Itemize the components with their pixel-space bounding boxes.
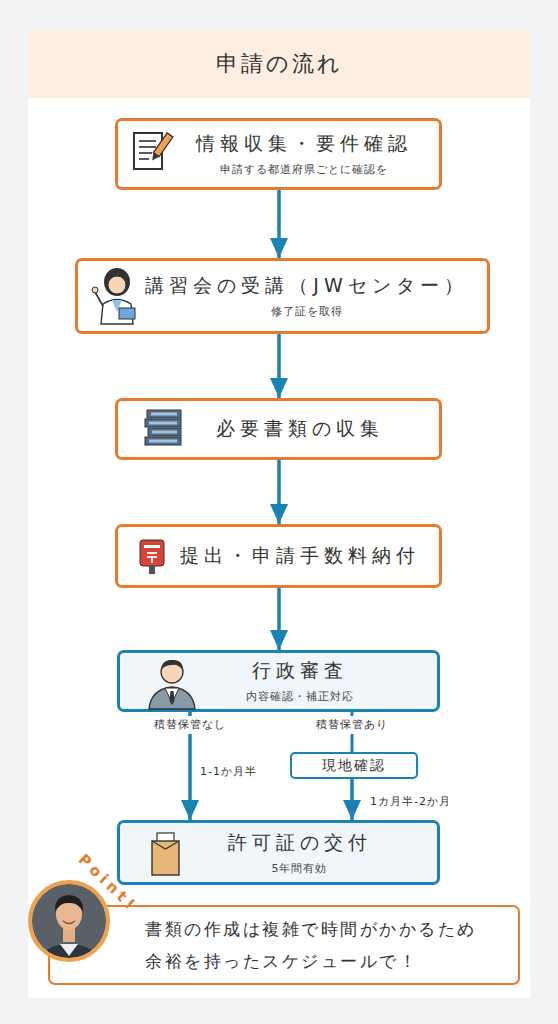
lecturer-icon-part: [119, 308, 135, 319]
branch-label: 積替保管なし: [145, 716, 235, 734]
edge-label: 1-1か月半: [200, 763, 290, 781]
callout-text: 書類の作成は複雑で時間がかかるため 余裕を持ったスケジュールで！: [145, 913, 508, 977]
officer-icon-part: [161, 661, 183, 683]
books-icon: [145, 410, 181, 445]
node-subtitle: 5年間有効: [272, 861, 328, 876]
edge-label: 積替保管あり: [307, 716, 397, 734]
node-title: 提出・申請手数料納付: [180, 543, 420, 569]
advisor-avatar-part-part: [55, 895, 83, 912]
books-icon-part: [148, 428, 181, 436]
node-title: 現地確認: [322, 757, 386, 775]
document-icon: [134, 133, 173, 169]
lecturer-icon-part: [108, 276, 126, 294]
advisor-avatar-part-part: [30, 882, 108, 960]
officer-icon-part: [170, 691, 175, 705]
officer-icon-part: [165, 688, 179, 703]
process-box: 提出・申請手数料納付: [115, 524, 442, 588]
advisor-avatar-part: [32, 884, 106, 958]
envelope-icon-part: [152, 841, 179, 875]
flow-arrow: [277, 334, 281, 398]
document-icon-part-part: [149, 153, 159, 163]
flow-arrow: [351, 712, 354, 752]
point-callout: 書類の作成は複雑で時間がかかるため 余裕を持ったスケジュールで！: [48, 905, 520, 985]
process-box: 情報収集・要件確認申請する都道府県ごとに確認を: [115, 118, 442, 190]
flow-arrow: [188, 712, 192, 820]
document-icon-part: [139, 152, 152, 154]
books-icon-part: [152, 431, 177, 434]
books-icon-part: [149, 422, 177, 425]
lecturer-icon-part: [104, 268, 130, 296]
books-icon-part: [149, 440, 177, 443]
document-icon-part: [139, 140, 156, 142]
document-icon-part: [139, 158, 149, 160]
postbox-icon-part: [147, 556, 157, 558]
officer-icon: [149, 660, 195, 709]
header-band: [28, 30, 530, 98]
advisor-avatar-part-part: [39, 944, 99, 980]
postbox-icon-part: [151, 557, 153, 563]
lecturer-icon-part: [101, 300, 133, 325]
flow-arrow: [277, 460, 281, 524]
branch-box: 現地確認: [290, 752, 418, 779]
postbox-icon-part: [140, 540, 164, 566]
books-icon-part: [145, 419, 181, 427]
panel: [28, 30, 530, 998]
process-box: 講習会の受講（JWセンター） 修了証を取得: [75, 258, 490, 334]
process-box: 必要書類の収集: [115, 398, 442, 460]
review-box: 許可証の交付 5年間有効: [117, 820, 440, 885]
lecturer-icon-part: [95, 292, 103, 306]
edge-label: 1カ月半-2か月: [370, 793, 480, 811]
document-icon-part: [149, 133, 173, 162]
document-icon-part: [139, 146, 156, 148]
advisor-avatar-part-part: [63, 921, 75, 924]
flow-arrow: [277, 190, 281, 258]
lecturer-icon-part: [92, 287, 98, 293]
officer-icon-part: [149, 687, 195, 709]
lecturer-icon-part: [112, 300, 122, 312]
advisor-avatar-part-part: [56, 898, 82, 930]
document-icon-part: [134, 133, 162, 169]
node-title: 講習会の受講（JWセンター）: [145, 273, 467, 299]
advisor-avatar-part: [30, 882, 108, 980]
flow-arrow: [277, 588, 281, 650]
point-badge: Point!: [74, 850, 141, 916]
flow-arrow: [350, 779, 354, 820]
officer-icon-part: [161, 660, 183, 670]
review-box: 行政審査内容確認・補正対応: [117, 650, 440, 712]
advisor-avatar-part: [30, 882, 108, 960]
node-subtitle: 内容確認・補正対応: [246, 689, 354, 704]
document-icon-part-part: [153, 133, 172, 157]
lecturer-icon: [92, 268, 135, 324]
node-subtitle: 修了証を取得: [271, 304, 343, 319]
envelope-icon: [152, 833, 179, 875]
postbox-icon-part: [149, 566, 155, 574]
postbox-icon-part: [147, 552, 157, 554]
advisor-avatar-part-part: [60, 944, 78, 956]
books-icon-part: [151, 413, 177, 416]
node-title: 情報収集・要件確認: [196, 131, 412, 157]
node-title: 行政審査: [252, 658, 348, 684]
envelope-icon-part: [152, 841, 179, 849]
books-icon-part: [147, 410, 181, 418]
postbox-icon: [140, 540, 164, 574]
node-subtitle: 申請する都道府県ごとに確認を: [220, 162, 388, 177]
envelope-icon-part: [157, 833, 174, 849]
advisor-avatar-part-part: [63, 928, 75, 942]
node-title: 必要書類の収集: [216, 416, 384, 442]
postbox-icon-part: [144, 545, 160, 548]
advisor-avatar: [30, 882, 108, 980]
books-icon-part: [145, 437, 181, 445]
diagram-title: 申請の流れ: [28, 49, 530, 79]
node-title: 許可証の交付: [228, 830, 372, 856]
